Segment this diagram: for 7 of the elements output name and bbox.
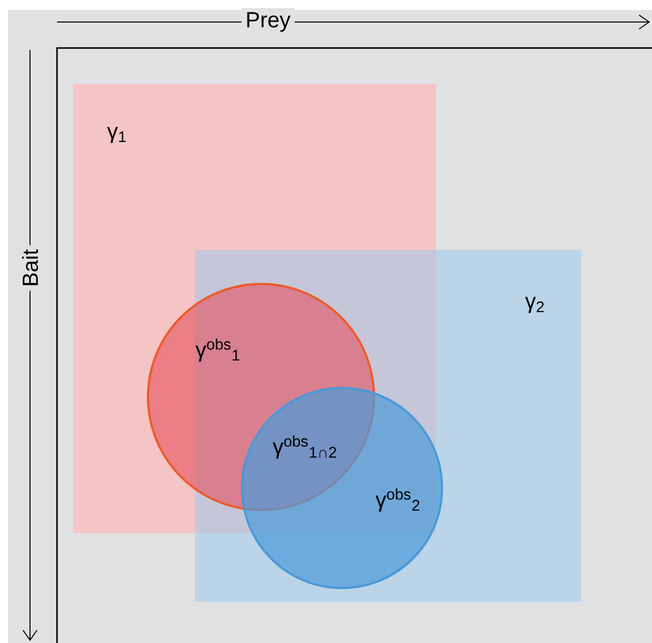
region-label: γ$_{1}$ <box>107 126 126 144</box>
region-label: γ$^{obs}$1∩2 <box>272 435 336 459</box>
region-label: γ$^{obs}$1 <box>195 338 240 362</box>
axis-label: Bait <box>18 245 42 291</box>
region-label: γ$^{obs}$2 <box>375 488 420 512</box>
region-label: γ$_{2}$ <box>525 296 544 314</box>
axis-label: Prey <box>241 8 295 36</box>
